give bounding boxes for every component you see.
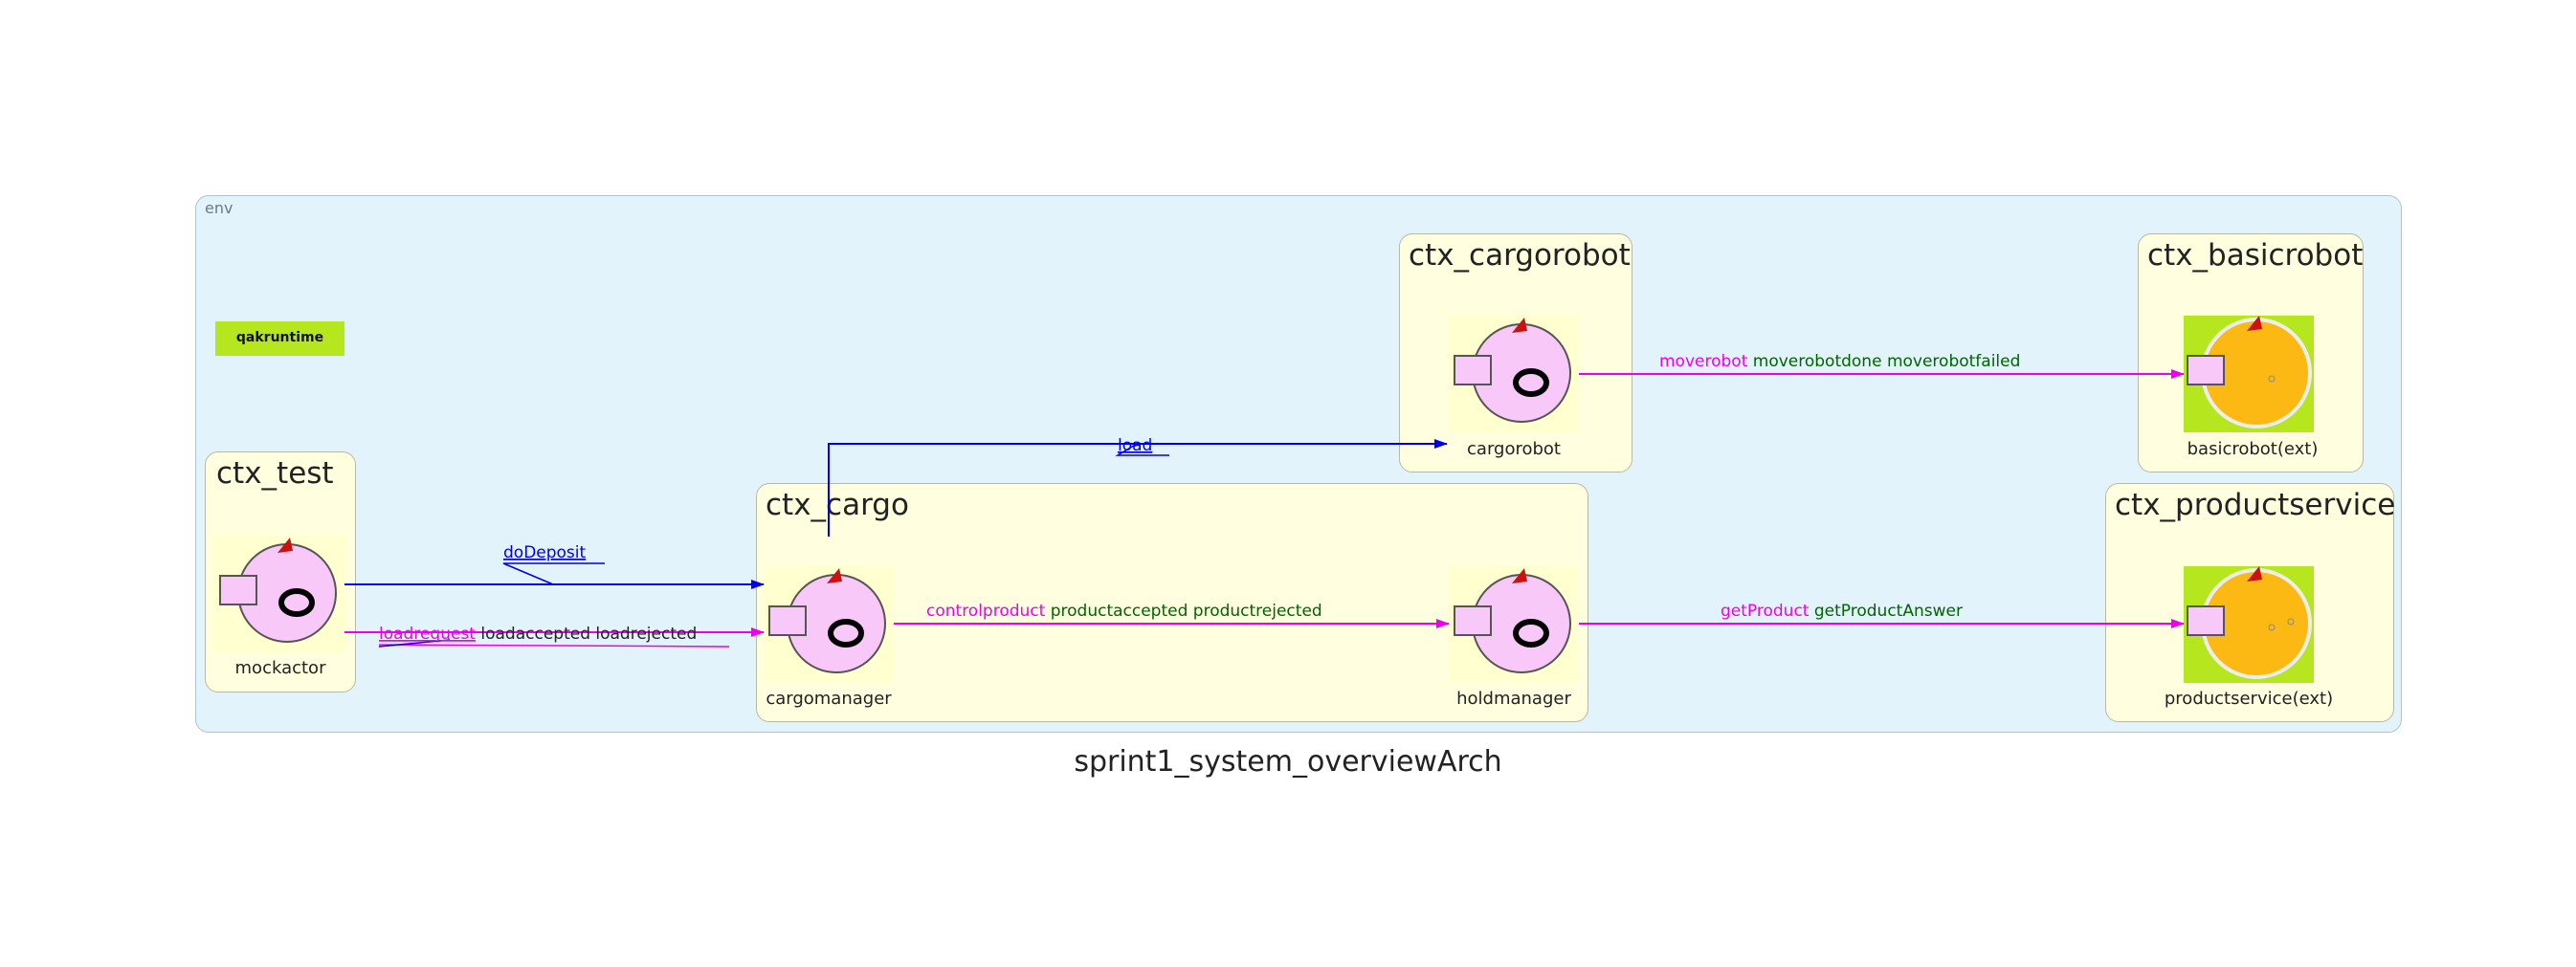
edge-replies-loadrequest: loadaccepted loadrejected	[480, 625, 697, 644]
edge-label-controlproduct: controlproduct productaccepted productre…	[926, 602, 1322, 621]
actor-label-mockactor: mockactor	[234, 658, 326, 678]
edge-load	[828, 439, 1448, 537]
actor-icon-cargomanager	[768, 568, 886, 673]
diagram-caption: sprint1_system_overviewArch	[1074, 745, 1502, 779]
context-title-ctx-basicrobot: ctx_basicrobot	[2147, 238, 2364, 273]
edge-label-doDeposit: doDeposit	[503, 543, 587, 562]
edge-replies-moverobot: moverobotdone moverobotfailed	[1753, 352, 2021, 371]
edge-replies-getProduct: getProductAnswer	[1814, 602, 1963, 621]
actor-label-holdmanager: holdmanager	[1456, 689, 1571, 709]
edge-label-load: load	[1118, 436, 1152, 455]
context-title-ctx-test: ctx_test	[216, 456, 334, 491]
qakruntime-badge: qakruntime	[215, 321, 344, 356]
edge-label-loadrequest: loadrequest loadaccepted loadrejected	[379, 625, 697, 644]
context-title-ctx-cargorobot: ctx_cargorobot	[1409, 238, 1631, 273]
edge-doDeposit	[344, 562, 765, 589]
actor-icon-holdmanager	[1454, 568, 1571, 673]
actor-label-cargomanager: cargomanager	[766, 689, 892, 709]
actor-icon-productservice	[2187, 566, 2312, 679]
edge-request-controlproduct: controlproduct	[926, 602, 1046, 621]
context-title-ctx-cargo: ctx_cargo	[766, 488, 909, 522]
edge-label-moverobot: moverobot moverobotdone moverobotfailed	[1659, 352, 2020, 371]
actor-icon-cargorobot	[1454, 318, 1571, 423]
actor-label-productservice: productservice(ext)	[2164, 689, 2334, 709]
actor-label-cargorobot: cargorobot	[1467, 439, 1561, 459]
edge-request-loadrequest: loadrequest	[379, 625, 476, 644]
env-label: env	[205, 199, 233, 217]
edge-request-moverobot: moverobot	[1659, 352, 1748, 371]
edge-label-getProduct: getProduct getProductAnswer	[1721, 602, 1963, 621]
edge-request-getProduct: getProduct	[1721, 602, 1810, 621]
edge-loadrequest	[344, 627, 765, 648]
edge-replies-controlproduct: productaccepted productrejected	[1051, 602, 1322, 621]
actor-icon-basicrobot	[2187, 316, 2312, 429]
context-title-ctx-productservice: ctx_productservice	[2115, 488, 2396, 522]
actor-icon-mockactor	[219, 538, 337, 643]
actor-label-basicrobot: basicrobot(ext)	[2187, 439, 2319, 459]
